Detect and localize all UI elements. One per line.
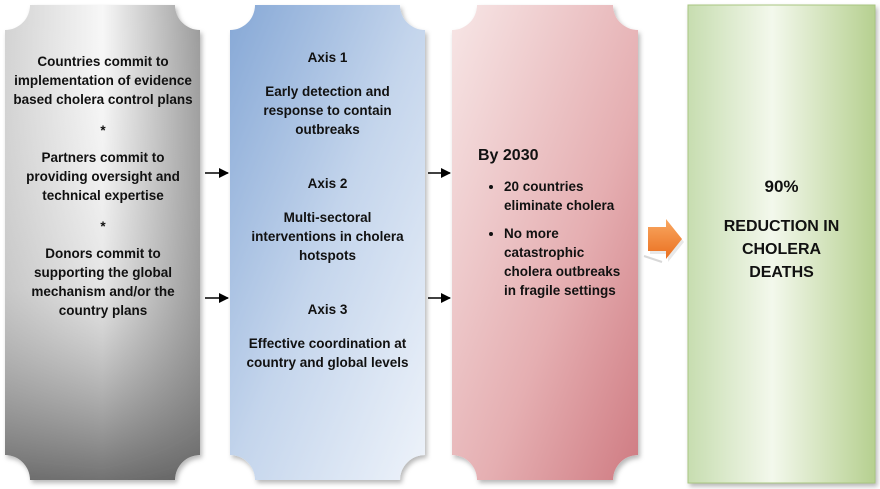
box1-text: Countries commit to implementation of ev… xyxy=(12,52,194,320)
reduction-value: 90% xyxy=(764,177,799,196)
goal-list: 20 countries eliminate cholera No more c… xyxy=(478,177,628,300)
box-outcome xyxy=(687,4,876,484)
axis-3-title: Axis 3 xyxy=(307,302,348,317)
axis-2-title: Axis 2 xyxy=(307,176,348,191)
box-axes xyxy=(230,5,425,480)
axis-1-text: Early detection and response to contain … xyxy=(263,84,392,137)
axis-3-text: Effective coordination at country and gl… xyxy=(246,336,409,370)
box1-separator: * xyxy=(100,123,106,138)
box1-paragraph: Countries commit to implementation of ev… xyxy=(13,54,193,107)
box3-text: By 2030 20 countries eliminate cholera N… xyxy=(478,145,628,309)
list-item: 20 countries eliminate cholera xyxy=(504,177,628,215)
by-2030-title: By 2030 xyxy=(478,147,539,164)
box-commitments xyxy=(5,5,200,480)
box1-paragraph: Donors commit to supporting the global m… xyxy=(31,246,175,318)
axis-2-text: Multi-sectoral interventions in cholera … xyxy=(251,210,404,263)
box4-text: 90% REDUCTION IN CHOLERA DEATHS xyxy=(700,175,863,284)
box1-separator: * xyxy=(100,219,106,234)
box-by-2030 xyxy=(452,5,638,480)
list-item: No more catastrophic cholera outbreaks i… xyxy=(504,224,628,300)
reduction-label: REDUCTION IN CHOLERA DEATHS xyxy=(723,218,840,281)
orange-arrow-icon xyxy=(643,219,684,263)
box1-paragraph: Partners commit to providing oversight a… xyxy=(26,150,180,203)
axis-1-title: Axis 1 xyxy=(307,50,348,65)
box2-text: Axis 1 Early detection and response to c… xyxy=(245,48,410,372)
